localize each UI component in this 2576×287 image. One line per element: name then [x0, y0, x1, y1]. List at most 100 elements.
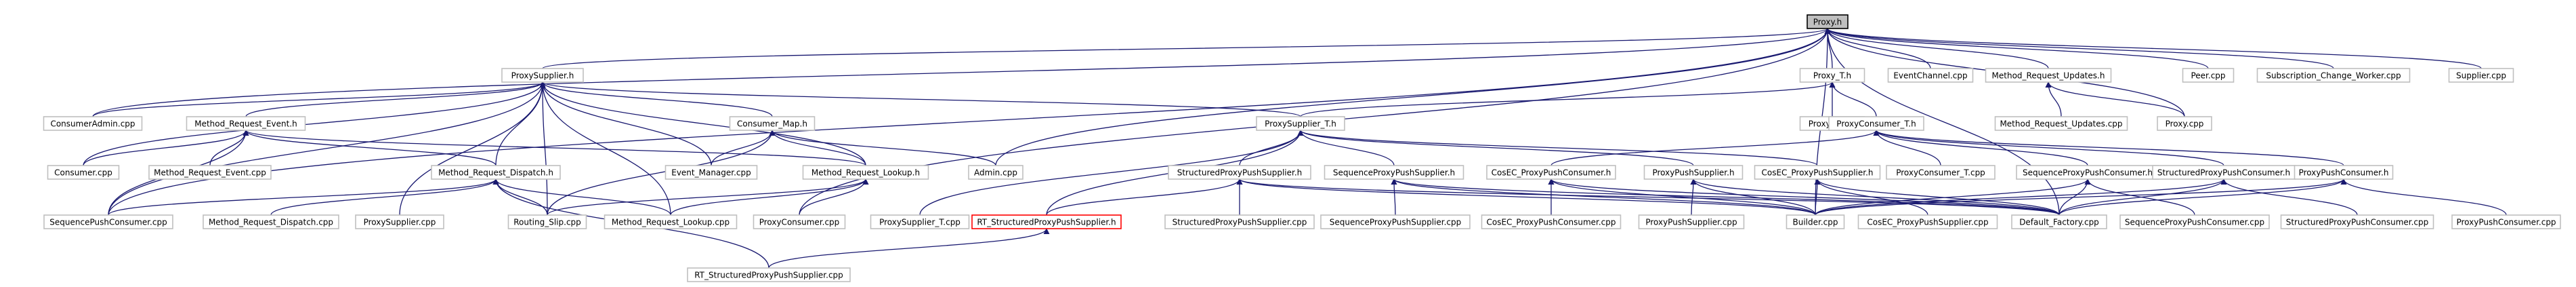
node-mru-h[interactable]: Method_Request_Updates.h [1985, 68, 2112, 83]
node-seqppc-cpp[interactable]: SequenceProxyPushConsumer.cpp [2119, 214, 2270, 229]
node-box [1638, 214, 1745, 229]
node-proxy-h[interactable]: Proxy.h [1807, 14, 1849, 29]
node-cosec-pps-cpp[interactable]: CosEC_ProxyPushSupplier.cpp [1857, 214, 1998, 229]
node-label: Admin.cpp [974, 168, 1017, 178]
node-proxy-t-h[interactable]: Proxy_T.h [1799, 68, 1865, 83]
edge-seqpushconsumer_cpp-to-proxy_h [108, 28, 1831, 216]
node-mrl-h[interactable]: Method_Request_Lookup.h [802, 165, 929, 180]
node-box [1886, 165, 1996, 180]
node-sppc-cpp[interactable]: StructuredProxyPushConsumer.cpp [2280, 214, 2434, 229]
node-eventchannel-cpp[interactable]: EventChannel.cpp [1887, 68, 1974, 83]
edge-rt_spps_cpp-to-rt_spps_h [768, 228, 1050, 269]
node-mrd-cpp[interactable]: Method_Request_Dispatch.cpp [203, 214, 339, 229]
node-cosec-ppc-h[interactable]: CosEC_ProxyPushConsumer.h [1486, 165, 1616, 180]
node-seqpushconsumer-cpp[interactable]: SequencePushConsumer.cpp [43, 214, 173, 229]
node-box [687, 267, 851, 282]
node-box [968, 165, 1023, 180]
node-label: ProxySupplier.h [511, 71, 574, 81]
node-proxysupplier-t-cpp[interactable]: ProxySupplier_T.cpp [870, 214, 970, 229]
edge-seqpushconsumer_cpp-to-proxysupplier_h [108, 81, 546, 216]
edge-sppc_cpp-to-sppc_h [2220, 178, 2358, 216]
node-pps-cpp[interactable]: ProxyPushSupplier.cpp [1638, 214, 1745, 229]
node-rt-spps-h[interactable]: RT_StructuredProxyPushSupplier.h [971, 214, 1122, 229]
node-label: ProxyPushSupplier.cpp [1645, 218, 1737, 227]
edge-pps_h-to-proxysupplier_t_h [1297, 130, 1694, 166]
node-label: CosEC_ProxyPushSupplier.cpp [1867, 218, 1988, 227]
node-box [1799, 68, 1865, 83]
node-label: ProxySupplier_T.cpp [879, 218, 960, 227]
node-consumeradmin-cpp[interactable]: ConsumerAdmin.cpp [43, 116, 143, 131]
edge-seqpps_h-to-proxysupplier_t_h [1297, 130, 1395, 166]
edges [83, 28, 2507, 269]
node-peer-cpp[interactable]: Peer.cpp [2182, 68, 2235, 83]
node-proxysupplier-h[interactable]: ProxySupplier.h [501, 68, 584, 83]
edge-builder_cpp-to-sppc_h [1815, 178, 2227, 216]
edge-cosec_pps_h-to-proxysupplier_t_h [1297, 130, 1818, 166]
edge-admin_cpp-to-consumer_map_h [769, 130, 996, 166]
node-box [1486, 165, 1616, 180]
edge-routing_slip_cpp-to-mrl_h [547, 178, 869, 216]
edge-builder_cpp-to-spps_h [1236, 178, 1816, 216]
node-routing-slip-cpp[interactable]: Routing_Slip.cpp [507, 214, 587, 229]
node-mre-h[interactable]: Method_Request_Event.h [186, 116, 306, 131]
node-mru-cpp[interactable]: Method_Request_Updates.cpp [1994, 116, 2128, 131]
node-subchange-cpp[interactable]: Subscription_Change_Worker.cpp [2256, 68, 2411, 83]
node-sppc-h[interactable]: StructuredProxyPushConsumer.h [2152, 165, 2296, 180]
edge-mrl_cpp-to-mrl_h [670, 178, 869, 216]
node-mre-cpp[interactable]: Method_Request_Event.cpp [148, 165, 272, 180]
node-rt-spps-cpp[interactable]: RT_StructuredProxyPushSupplier.cpp [687, 267, 851, 282]
node-event-manager-cpp[interactable]: Event_Manager.cpp [664, 165, 758, 180]
edge-rt_spps_h-to-spps_h [1046, 178, 1243, 216]
node-box [2256, 68, 2411, 83]
node-spps-h[interactable]: StructuredProxyPushSupplier.h [1168, 165, 1311, 180]
node-ppc-cpp[interactable]: ProxyPushConsumer.cpp [2451, 214, 2561, 229]
node-proxysupplier-cpp[interactable]: ProxySupplier.cpp [355, 214, 444, 229]
node-consumer-cpp[interactable]: Consumer.cpp [47, 165, 120, 180]
edge-routing_slip_cpp-to-consumer_map_h [547, 130, 776, 216]
edge-mrl_cpp-to-mrd_h [492, 178, 671, 216]
node-cosec-ppc-cpp[interactable]: CosEC_ProxyPushConsumer.cpp [1481, 214, 1622, 229]
node-mrl-cpp[interactable]: Method_Request_Lookup.cpp [604, 214, 738, 229]
node-consumer-map-h[interactable]: Consumer_Map.h [729, 116, 816, 131]
node-spps-cpp[interactable]: StructuredProxyPushSupplier.cpp [1164, 214, 1315, 229]
node-box [1994, 116, 2128, 131]
node-label: ProxySupplier.cpp [364, 218, 436, 227]
node-box [802, 165, 929, 180]
node-box [1754, 165, 1881, 180]
node-seqpps-h[interactable]: SequenceProxyPushSupplier.h [1324, 165, 1464, 180]
node-seqppc-h[interactable]: SequenceProxyPushConsumer.h [2016, 165, 2159, 180]
node-builder-cpp[interactable]: Builder.cpp [1786, 214, 1845, 229]
node-ppc-h[interactable]: ProxyPushConsumer.h [2294, 165, 2394, 180]
node-cosec-pps-h[interactable]: CosEC_ProxyPushSupplier.h [1754, 165, 1881, 180]
node-proxyconsumer-cpp[interactable]: ProxyConsumer.cpp [753, 214, 846, 229]
node-default-factory-cpp[interactable]: Default_Factory.cpp [2011, 214, 2107, 229]
edge-eventchannel_cpp-to-proxy_h [1824, 28, 1931, 69]
edge-builder_cpp-to-cosec_ppc_h [1548, 178, 1816, 216]
node-proxyconsumer-t-h[interactable]: ProxyConsumer_T.h [1828, 116, 1924, 131]
node-label: CosEC_ProxyPushConsumer.h [1492, 168, 1611, 178]
edge-mrl_h-to-proxysupplier_h [539, 81, 866, 166]
node-admin-cpp[interactable]: Admin.cpp [968, 165, 1023, 180]
edge-seqpushconsumer_cpp-to-mrd_h [108, 178, 499, 216]
edge-event_manager_cpp-to-proxysupplier_h [539, 81, 712, 166]
node-proxysupplier-t-h[interactable]: ProxySupplier_T.h [1256, 116, 1345, 131]
edge-proxysupplier_h-to-proxy_h [542, 28, 1831, 69]
node-box [729, 116, 816, 131]
node-label: Peer.cpp [2191, 71, 2225, 81]
node-label: Method_Request_Dispatch.h [438, 168, 553, 178]
node-label: StructuredProxyPushSupplier.cpp [1173, 218, 1307, 227]
node-supplier-cpp[interactable]: Supplier.cpp [2448, 68, 2514, 83]
node-box [1985, 68, 2112, 83]
node-proxyconsumer-t-cpp[interactable]: ProxyConsumer_T.cpp [1886, 165, 1996, 180]
node-pps-h[interactable]: ProxyPushSupplier.h [1643, 165, 1744, 180]
node-label: Routing_Slip.cpp [513, 218, 581, 227]
node-seqpps-cpp[interactable]: SequenceProxyPushSupplier.cpp [1320, 214, 1471, 229]
node-label: Proxy.cpp [2166, 119, 2204, 129]
node-mrd-h[interactable]: Method_Request_Dispatch.h [431, 165, 561, 180]
node-box [47, 165, 120, 180]
node-proxy-cpp[interactable]: Proxy.cpp [2157, 116, 2212, 131]
edge-default_factory_cpp-to-ppc_h [2058, 178, 2347, 216]
edge-sppc_h-to-proxyconsumer_t_h [1873, 130, 2224, 166]
